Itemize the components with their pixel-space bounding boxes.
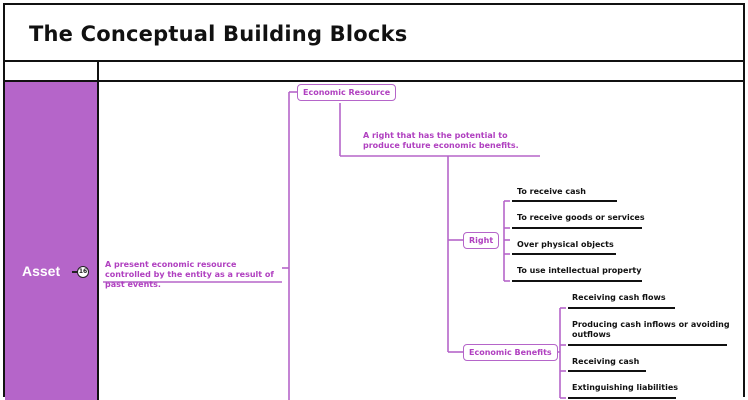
asset-sidebar: Asset 16: [5, 82, 99, 400]
right-item: To receive cash: [517, 187, 586, 196]
column-divider: [97, 62, 99, 82]
right-item: To receive goods or services: [517, 213, 645, 222]
benefit-item: Extinguishing liabilities: [572, 383, 679, 392]
benefit-item: Receiving cash: [572, 357, 640, 366]
header-subrow: [5, 62, 743, 82]
page-title: The Conceptual Building Blocks: [29, 22, 408, 46]
economic-resource-node[interactable]: Economic Resource: [297, 84, 397, 101]
badge-connector: [72, 271, 77, 273]
economic-resource-description: A right that has the potential to produc…: [363, 131, 519, 150]
economic-benefits-node[interactable]: Economic Benefits: [463, 344, 558, 361]
right-item: To use intellectual property: [517, 266, 642, 275]
slide-frame: The Conceptual Building Blocks Asset 16: [3, 3, 745, 400]
right-item: Over physical objects: [517, 240, 614, 249]
asset-definition: A present economic resource controlled b…: [105, 260, 274, 289]
asset-label: Asset: [22, 263, 61, 279]
benefit-item: Receiving cash flows: [572, 293, 666, 302]
title-bar: The Conceptual Building Blocks: [5, 5, 743, 62]
count-badge[interactable]: 16: [77, 266, 89, 278]
benefit-item: Producing cash inflows or avoiding outfl…: [572, 320, 730, 339]
right-node[interactable]: Right: [463, 232, 500, 249]
